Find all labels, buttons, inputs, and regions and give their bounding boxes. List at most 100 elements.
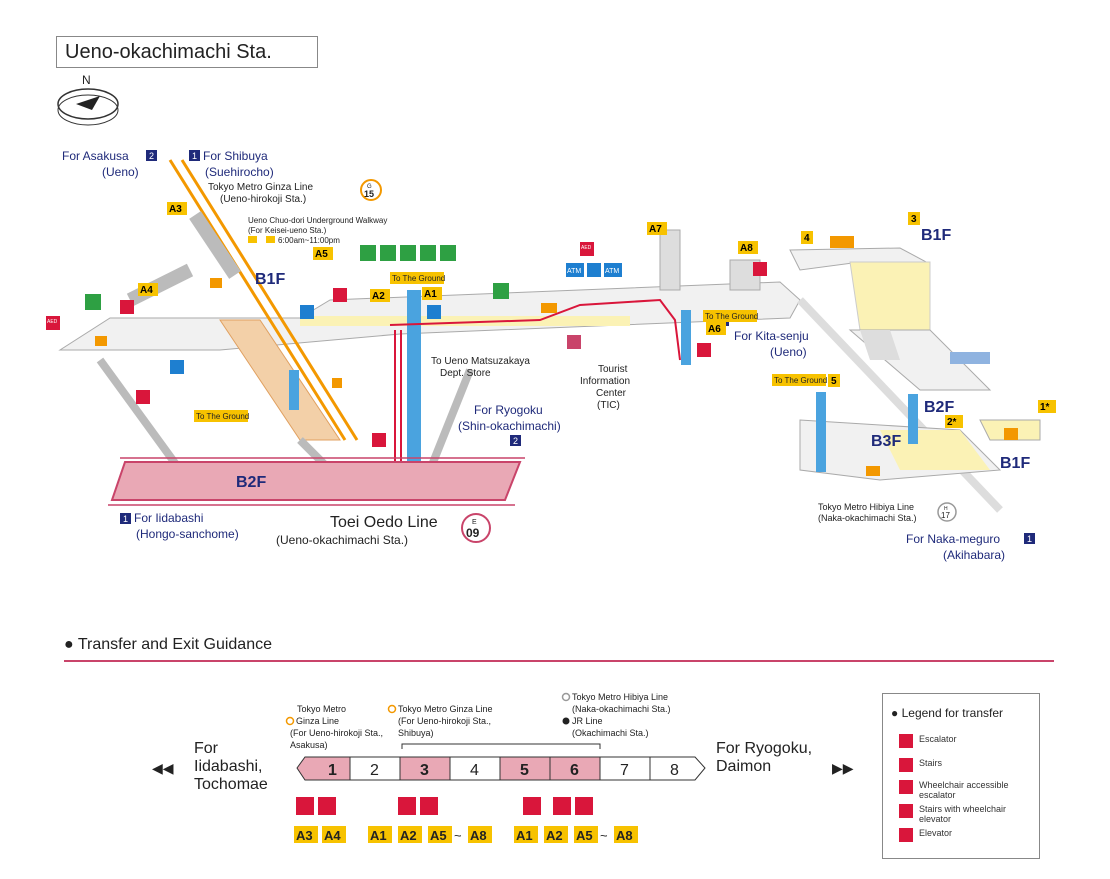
guidance-title: ● Transfer and Exit Guidance	[64, 636, 272, 653]
jr-marker-icon	[562, 717, 570, 725]
car-1-num: 1	[328, 762, 337, 779]
ueno-hirokoji-label: (Ueno-hirokoji Sta.)	[220, 194, 306, 205]
atm-icon-2: ATM	[604, 263, 622, 277]
note1-line1: Tokyo Metro	[297, 704, 346, 714]
legend-escalator: Escalator	[899, 734, 1019, 748]
guide2-exit-a1-text: A1	[370, 828, 387, 843]
svg-text:AED: AED	[47, 319, 58, 325]
compass-icon: N	[57, 73, 119, 126]
compass-north-label: N	[82, 73, 91, 87]
guide2-exit-a5-text: A5	[430, 828, 447, 843]
marker-1-iidabashi-text: 1	[123, 514, 128, 524]
ginza-platform	[219, 319, 341, 441]
ticket-gate-icon-2	[210, 278, 222, 288]
elevator-icon-2	[697, 343, 711, 357]
car-8-num: 8	[670, 762, 679, 779]
exit-a7[interactable]: A7	[647, 222, 667, 235]
station-title: Ueno-okachimachi Sta.	[56, 36, 318, 68]
for-shibuya-label: For Shibuya	[203, 149, 268, 163]
dept-store-label: Dept. Store	[440, 368, 491, 379]
legend-title: ● Legend for transfer	[891, 706, 1003, 720]
guide2-exit-a2	[398, 826, 422, 843]
floor-b3f: B3F	[871, 433, 901, 450]
exit-2-star[interactable]: 2*	[945, 415, 963, 428]
wheelchair-icon	[380, 245, 396, 261]
floor-b2f: B2F	[236, 474, 266, 491]
car-4-num: 4	[470, 762, 479, 779]
exit-a2[interactable]: A2	[370, 289, 390, 302]
elevator-shaft-b2f	[908, 394, 918, 444]
for-asakusa-label: For Asakusa	[62, 149, 129, 163]
exit-a5[interactable]: A5	[313, 247, 333, 260]
walkway-c9-badge	[266, 236, 275, 243]
multipurpose-icon	[440, 245, 456, 261]
for-ryogoku-label: For Ryogoku	[474, 403, 543, 417]
hibiya-h17-badge	[937, 502, 957, 522]
ticket-gate-icon-7	[332, 378, 342, 388]
guide3-tilde: ~	[600, 828, 608, 843]
escalator-icon-4	[753, 262, 767, 276]
note6-line2: (Naka-okachimachi Sta.)	[572, 704, 671, 714]
ramp-right	[426, 368, 474, 472]
exit-3[interactable]: 3	[908, 212, 920, 225]
stairs-a3	[189, 211, 241, 279]
ginza-line-label: Tokyo Metro Ginza Line	[208, 182, 313, 193]
hibiya-17-num: 17	[941, 511, 950, 520]
guide3-exit-a1-text: A1	[516, 828, 533, 843]
phone-icon	[587, 263, 601, 277]
exit-1-star[interactable]: 1*	[1038, 400, 1056, 413]
tic-label: (TIC)	[597, 400, 620, 411]
legend-box: ● Legend for transfer Escalator Stairs W…	[882, 693, 1040, 859]
ticket-machine-icon	[170, 360, 184, 374]
marker-1-iidabashi	[120, 513, 131, 524]
ginza-marker-icon	[285, 716, 295, 726]
note1-line3: (For Ueno-hirokoji Sta.,	[290, 728, 383, 738]
svg-text:A4: A4	[140, 285, 153, 296]
exit-a1[interactable]: A1	[422, 287, 442, 300]
b2f-oedo-platform	[110, 461, 522, 501]
for-iidabashi-label: For Iidabashi	[134, 511, 203, 525]
svg-text:ATM: ATM	[567, 268, 581, 275]
car-7-num: 7	[620, 762, 629, 779]
ginza-marker-icon-2	[387, 704, 397, 714]
exit-a4[interactable]: A4	[138, 283, 158, 296]
ginza-g15-badge	[360, 179, 382, 201]
escalator-icon	[120, 300, 134, 314]
walkway-hours: 6:00am~11:00pm	[278, 236, 340, 245]
floor-b1f-left: B1F	[255, 271, 285, 288]
car-1	[296, 756, 351, 781]
b1f-yellow-path	[300, 316, 630, 326]
svg-text:2*: 2*	[947, 417, 957, 428]
car-8	[649, 756, 706, 781]
car-2-num: 2	[370, 762, 379, 779]
guide-exit-a4	[322, 826, 346, 843]
walkway-label: Ueno Chuo-dori Underground Walkway	[248, 216, 387, 225]
legend-stairs-wheelchair: Stairs with wheelchair elevator	[899, 804, 1019, 824]
walkway-c2-badge	[248, 236, 257, 243]
guidance-rule	[64, 660, 1054, 662]
right-direction-arrow: ▶▶	[832, 760, 854, 776]
to-ground-a6-tag: To The Ground	[703, 310, 758, 322]
guide2-exit-a8	[468, 826, 492, 843]
elevator-shaft-a6	[681, 310, 691, 365]
exit-a3[interactable]: A3	[167, 202, 187, 215]
hibiya-line-label: Tokyo Metro Hibiya Line	[818, 502, 914, 512]
info-icon	[567, 335, 581, 349]
exit-4[interactable]: 4	[801, 231, 813, 244]
exit-5[interactable]: 5	[828, 374, 840, 387]
svg-text:A3: A3	[169, 204, 182, 215]
left-dest-1: For	[194, 740, 219, 757]
marker-2-asakusa	[146, 150, 157, 161]
baby-icon	[400, 245, 416, 261]
ginza-track-1	[168, 159, 347, 441]
oedo-line-label: Toei Oedo Line	[330, 514, 438, 531]
bracket-cars-3-6	[401, 743, 601, 749]
ginza-g-letter: G	[367, 184, 372, 190]
exit-a8[interactable]: A8	[738, 241, 758, 254]
floor-b1f-bottom: B1F	[1000, 455, 1030, 472]
note3-line2: (For Ueno-hirokoji Sta.,	[398, 716, 491, 726]
exit-a6[interactable]: A6	[706, 322, 726, 335]
marker-1-shibuya-text: 1	[192, 151, 197, 161]
svg-text:ATM: ATM	[605, 268, 619, 275]
stairs-icon	[899, 758, 913, 772]
